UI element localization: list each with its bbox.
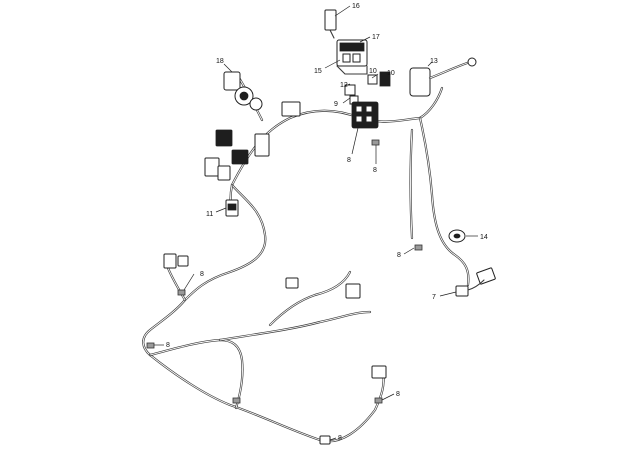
callout-11: 11	[206, 211, 213, 218]
callout-8b: 8	[373, 167, 377, 174]
callout-9: 9	[334, 101, 338, 108]
main-connector-cluster	[204, 101, 301, 181]
callout-13: 13	[430, 58, 438, 65]
leader-lines	[154, 5, 478, 441]
cable-ties	[146, 139, 423, 404]
callout-8c: 8	[397, 252, 401, 259]
callout-18: 18	[216, 58, 224, 65]
callout-labels: 16 17 15 18 13 12 10 10 9 8 8 11 14 8 8 …	[166, 3, 488, 442]
callout-17: 17	[372, 34, 380, 41]
connector-11	[225, 199, 239, 217]
callout-8g: 8	[338, 435, 342, 442]
callout-16: 16	[352, 3, 360, 10]
grommet-14	[448, 229, 466, 243]
callout-8a: 8	[347, 157, 351, 164]
callout-12: 12	[340, 82, 348, 89]
lower-connectors	[163, 253, 387, 445]
callout-8d: 8	[200, 271, 204, 278]
main-harness	[142, 74, 470, 443]
fuse-block	[351, 101, 379, 129]
callout-7: 7	[432, 294, 436, 301]
fuse-relay-box-15	[336, 39, 368, 75]
connector-7	[455, 267, 496, 297]
callout-8f: 8	[396, 391, 400, 398]
connector-18	[223, 71, 263, 111]
callout-8e: 8	[166, 342, 170, 349]
callout-14: 14	[480, 234, 488, 241]
relay-10	[367, 71, 391, 87]
callout-10b: 10	[387, 70, 395, 77]
callout-10a: 10	[369, 68, 377, 75]
connector-16	[324, 9, 337, 39]
callout-15: 15	[314, 68, 322, 75]
battery-cable-13	[409, 57, 477, 97]
